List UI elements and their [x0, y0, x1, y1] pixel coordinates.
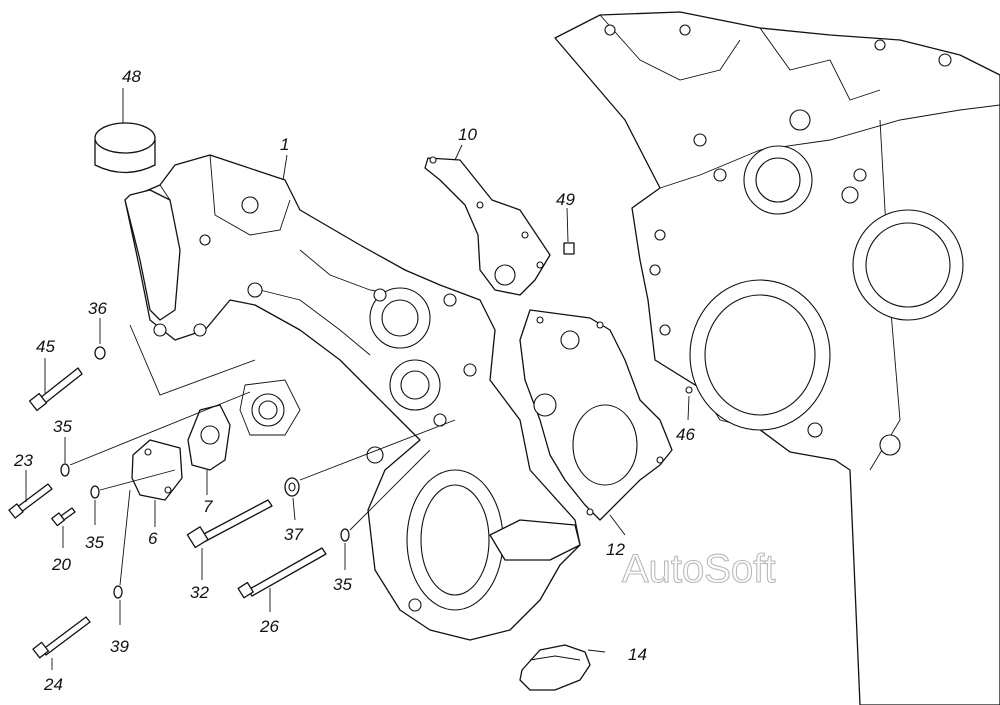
washer-36 [94, 346, 106, 360]
callout-6: 6 [148, 529, 158, 548]
callout-37: 37 [284, 525, 303, 544]
callout-24: 24 [43, 675, 63, 694]
plug-48 [94, 122, 156, 174]
callout-1: 1 [280, 135, 289, 154]
callout-10: 10 [458, 125, 477, 144]
washer-35b [90, 485, 100, 499]
watermark: AutoSoft [622, 547, 775, 591]
callout-35c: 35 [333, 575, 352, 594]
bolt-32 [186, 499, 273, 549]
gasket-12 [519, 309, 673, 521]
washer-37 [284, 477, 300, 497]
callout-45: 45 [36, 337, 55, 356]
nut-49 [563, 242, 575, 255]
bolt-23 [8, 483, 53, 519]
callout-36: 36 [88, 299, 107, 318]
callout-39: 39 [110, 637, 129, 656]
callout-35b: 35 [85, 533, 104, 552]
cover-plate-6 [131, 439, 183, 501]
callout-46: 46 [676, 425, 695, 444]
callout-12: 12 [606, 540, 625, 559]
callout-35a: 35 [53, 417, 72, 436]
gasket-7 [187, 404, 231, 471]
leader-lines [25, 88, 690, 670]
front-cover-housing [124, 154, 581, 641]
callout-14: 14 [628, 645, 647, 664]
callout-20: 20 [51, 555, 71, 574]
bolt-45 [28, 367, 83, 412]
callout-32: 32 [190, 583, 209, 602]
callout-7: 7 [203, 497, 213, 516]
callout-numbers: 1 48 10 49 36 45 35 23 46 6 7 35 20 32 3… [13, 67, 695, 694]
stud-26 [237, 547, 327, 599]
bolt-24 [32, 616, 91, 659]
callout-48: 48 [122, 67, 141, 86]
gasket-10 [424, 156, 551, 296]
callout-26: 26 [259, 617, 279, 636]
callout-23: 23 [13, 451, 33, 470]
washer-39 [113, 585, 123, 599]
callout-49: 49 [556, 190, 575, 209]
cap-14 [519, 644, 591, 691]
engine-block [554, 11, 1000, 705]
washer-46 [685, 386, 693, 394]
washer-35a [60, 463, 70, 477]
bolt-20 [51, 507, 76, 527]
washer-35c [340, 528, 350, 542]
